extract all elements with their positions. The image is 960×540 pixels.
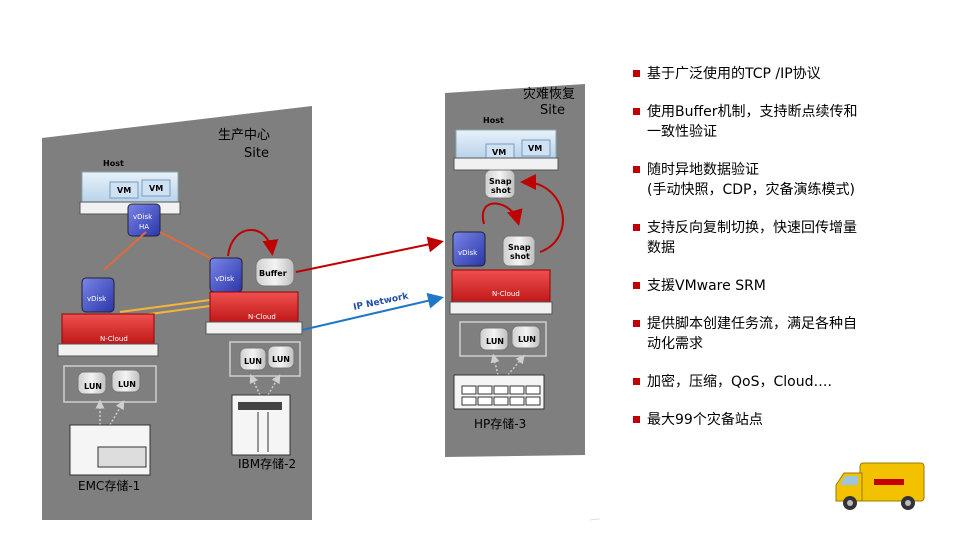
svg-text:Host: Host <box>483 116 504 125</box>
svg-text:vDisk: vDisk <box>458 249 478 257</box>
feature-item: 随时异地数据验证 (手动快照，CDP，灾备演练模式) <box>633 160 933 200</box>
svg-text:Buffer: Buffer <box>259 269 287 278</box>
svg-text:HA: HA <box>139 223 149 231</box>
snapshot-dr: Snap shot <box>502 235 536 267</box>
red-square-icon <box>633 282 640 289</box>
snapshot-top: Snap shot <box>484 169 516 199</box>
ncloud-center: N-Cloud <box>205 291 303 335</box>
snapshot-arrow-top <box>481 202 523 226</box>
svg-text:LUN: LUN <box>272 355 290 364</box>
production-site-title: 生产中心 <box>218 128 270 143</box>
red-square-icon <box>633 416 640 423</box>
feature-item: 最大99个灾备站点 <box>633 410 933 430</box>
buffer-cylinder: Buffer <box>255 257 295 287</box>
svg-text:N-Cloud: N-Cloud <box>100 335 128 343</box>
delivery-truck-icon <box>835 462 925 510</box>
red-square-icon <box>633 224 640 231</box>
feature-item: 支援VMware SRM <box>633 276 933 296</box>
ibm-storage-label: IBM存储-2 <box>238 456 296 471</box>
ip-network-label: IP Network <box>353 291 411 313</box>
vdisk-left: vDisk <box>81 277 115 313</box>
svg-text:vDisk: vDisk <box>215 275 235 283</box>
replication-diagram: 生产中心 Site 灾难恢复 Site Host VM VM vDisk HA … <box>42 84 600 521</box>
lun-group-dr: LUN LUN <box>459 321 547 357</box>
ibm-storage: IBM存储-2 <box>231 394 296 471</box>
svg-text:Snap: Snap <box>489 177 512 186</box>
vm-box <box>521 139 551 157</box>
svg-text:N-Cloud: N-Cloud <box>492 290 520 298</box>
lun-group-left: LUN LUN <box>63 365 157 403</box>
feature-item: 提供脚本创建任务流，满足各种自 动化需求 <box>633 314 933 354</box>
svg-text:shot: shot <box>491 186 511 195</box>
snapshot-arrow-right <box>520 174 564 253</box>
vm-box <box>141 179 171 197</box>
dr-site-subtitle: Site <box>540 103 565 118</box>
svg-text:VM: VM <box>117 186 131 195</box>
red-square-icon <box>633 166 640 173</box>
ip-network-arrow <box>301 292 444 331</box>
dr-site-title: 灾难恢复 <box>523 86 575 102</box>
feature-list: 基于广泛使用的TCP /IP协议 使用Buffer机制，支持断点续传和 一致性验… <box>633 64 933 448</box>
svg-text:LUN: LUN <box>118 380 136 389</box>
production-site-subtitle: Site <box>244 146 269 161</box>
red-square-icon <box>633 70 640 77</box>
decorative-curve <box>589 518 600 521</box>
feature-item: 支持反向复制切换，快速回传增量 数据 <box>633 218 933 258</box>
vm-box <box>109 181 139 199</box>
svg-text:Snap: Snap <box>508 243 531 252</box>
svg-text:LUN: LUN <box>244 357 262 366</box>
red-square-icon <box>633 320 640 327</box>
vdisk-dr: vDisk <box>452 231 486 267</box>
emc-storage: EMC存储-1 <box>69 424 151 493</box>
hp-storage-label: HP存储-3 <box>474 416 526 431</box>
svg-text:Host: Host <box>103 159 124 168</box>
feature-item: 基于广泛使用的TCP /IP协议 <box>633 64 933 84</box>
lun-group-center: LUN LUN <box>229 341 301 377</box>
sync-link-line <box>119 299 211 313</box>
red-square-icon <box>633 378 640 385</box>
vdisk-center: vDisk <box>209 257 243 293</box>
emc-storage-label: EMC存储-1 <box>78 478 140 493</box>
vdisk-ha: vDisk HA <box>127 203 161 237</box>
svg-text:LUN: LUN <box>84 382 102 391</box>
svg-text:VM: VM <box>528 144 542 153</box>
svg-text:VM: VM <box>492 148 506 157</box>
feature-item: 使用Buffer机制，支持断点续传和 一致性验证 <box>633 102 933 142</box>
red-square-icon <box>633 108 640 115</box>
svg-text:shot: shot <box>510 252 530 261</box>
svg-text:VM: VM <box>149 184 163 193</box>
feature-item: 加密，压缩，QoS，Cloud…. <box>633 372 933 392</box>
svg-text:vDisk: vDisk <box>87 295 107 303</box>
ncloud-dr: N-Cloud <box>449 269 553 315</box>
ha-link-line <box>159 231 215 261</box>
svg-text:LUN: LUN <box>518 335 536 344</box>
ha-link-line <box>103 231 147 271</box>
svg-text:vDisk: vDisk <box>133 213 153 221</box>
svg-text:LUN: LUN <box>486 337 504 346</box>
hp-storage: HP存储-3 <box>453 374 545 431</box>
replication-arrow <box>295 236 444 273</box>
ncloud-left: N-Cloud <box>57 313 159 357</box>
buffer-arrow <box>227 229 279 257</box>
svg-text:N-Cloud: N-Cloud <box>248 313 276 321</box>
